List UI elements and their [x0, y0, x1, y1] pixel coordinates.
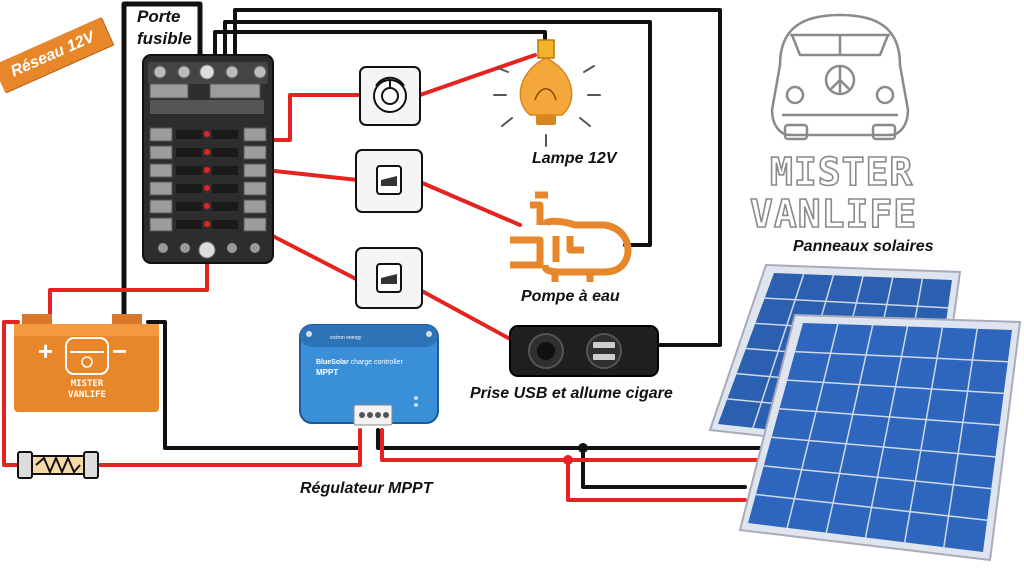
positive-wire-battery-fuse — [2, 320, 22, 467]
fuse-led — [204, 167, 210, 173]
panel-cell-line — [764, 297, 949, 309]
fuse-box-label-line1: Porte — [137, 7, 181, 26]
positive-wire-switch2 — [263, 230, 360, 282]
negative-wire-busbar — [121, 1, 203, 325]
brand-logo-line2: VANLIFE — [749, 191, 918, 237]
fuse-slot — [176, 184, 202, 193]
fuse-slot — [176, 166, 202, 175]
panel-cell-line — [903, 327, 944, 543]
panel-cell-line — [755, 493, 988, 522]
fuse-led — [204, 203, 210, 209]
usb-label: Prise USB et allume cigare — [470, 385, 673, 402]
fuse-box-label: Porte fusible — [137, 6, 192, 50]
panel-cell-line — [825, 325, 874, 533]
fuse-terminal — [149, 163, 173, 178]
fuse-terminal — [243, 181, 267, 196]
panel-cell-line — [864, 326, 909, 538]
negative-wire-solar-2 — [581, 446, 747, 489]
positive-wire-usb — [418, 288, 514, 342]
mppt-model: BlueSolar charge controller — [316, 359, 403, 366]
negative-wire-mppt-panel — [146, 320, 362, 450]
fuse-terminal — [149, 217, 173, 232]
fuse-slot — [212, 202, 238, 211]
negative-wire-pump — [223, 20, 652, 247]
battery-plus: + — [38, 336, 53, 366]
positive-wire-solar — [380, 428, 747, 502]
van-logo-icon — [65, 337, 109, 375]
fuse-terminal — [243, 163, 267, 178]
fuse-terminal — [149, 145, 173, 160]
panel-cell-line — [763, 465, 992, 490]
fuse-box-label-line2: fusible — [137, 29, 192, 48]
fuse-slot — [212, 148, 238, 157]
mppt-brand: victron energy — [330, 335, 362, 341]
fuse-terminal — [243, 217, 267, 232]
positive-junction — [563, 455, 573, 465]
water-pump-icon — [510, 191, 632, 282]
battery-brand-line1: MISTER — [71, 379, 104, 389]
positive-wire-dimmer — [263, 93, 364, 142]
fuse-terminal — [243, 199, 267, 214]
positive-wire-switch1 — [263, 168, 360, 182]
battery: + − MISTER VANLIFE — [14, 314, 159, 412]
panel-cell-line — [787, 379, 1004, 395]
panel-cell-line — [943, 328, 978, 548]
fuse-slot — [176, 148, 202, 157]
fuse-slot — [176, 130, 202, 139]
panel-cell-line — [786, 323, 839, 529]
fuse-slot — [212, 130, 238, 139]
inline-fuse-icon — [17, 451, 99, 479]
positive-wire-main — [48, 248, 209, 324]
solar-panels — [708, 263, 1022, 562]
positive-wire-pump — [418, 180, 522, 227]
rocker-switch-usb — [355, 247, 423, 309]
negative-wire-solar — [376, 428, 762, 450]
rocker-switch-pump — [355, 149, 423, 213]
fuse-led — [204, 185, 210, 191]
pump-label: Pompe à eau — [521, 288, 620, 305]
fuse-slot — [212, 184, 238, 193]
mppt-model-line2: MPPT — [316, 368, 338, 377]
fuse-terminal — [149, 199, 173, 214]
mppt-label: Régulateur MPPT — [300, 480, 433, 497]
brand-logo-line1: MISTER — [769, 149, 914, 195]
negative-wire-lamp — [233, 8, 722, 347]
fuse-terminal — [149, 181, 173, 196]
solar-panel-front — [738, 313, 1022, 562]
fuse-led — [204, 149, 210, 155]
dimmer-switch — [359, 66, 421, 126]
mppt-controller: victron energy BlueSolar charge controll… — [299, 324, 439, 426]
panel-cell-line — [795, 350, 1008, 363]
fuse-terminal — [149, 127, 173, 142]
panel-cell-line — [771, 436, 996, 458]
battery-brand-line2: VANLIFE — [68, 390, 106, 400]
fuse-led — [204, 221, 210, 227]
battery-minus: − — [112, 336, 127, 366]
fuse-led — [204, 131, 210, 137]
lamp-icon — [493, 39, 601, 147]
negative-junction — [578, 443, 588, 453]
fuse-slot — [212, 220, 238, 229]
solar-label: Panneaux solaires — [793, 238, 934, 255]
positive-wire-lamp — [418, 53, 537, 97]
fuse-terminal — [243, 127, 267, 142]
van-logo-icon — [770, 13, 910, 141]
lamp-label: Lampe 12V — [532, 150, 617, 167]
usb-cigar-socket-icon — [509, 325, 659, 377]
fuse-box — [142, 54, 274, 264]
fuse-slot — [176, 220, 202, 229]
positive-wire-fuse-mppt — [96, 428, 362, 467]
fuse-slot — [212, 166, 238, 175]
fuse-terminal — [243, 145, 267, 160]
fuse-slot — [176, 202, 202, 211]
panel-cell-line — [779, 407, 1000, 426]
